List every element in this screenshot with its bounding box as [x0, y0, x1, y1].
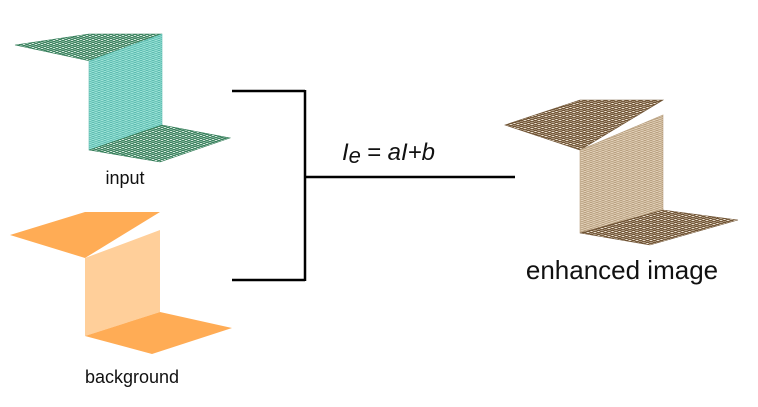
enhancement-formula: Ie= aI+b [342, 139, 435, 168]
input-label: input [105, 168, 144, 188]
background-bottom-plane [85, 312, 232, 354]
enhanced-step-shape [504, 99, 739, 246]
enhanced-top-plane [504, 99, 665, 151]
background-vertical-plane [85, 230, 160, 336]
enhanced-image-label: enhanced image [526, 255, 718, 285]
formula-rhs: = aI+b [367, 139, 435, 166]
formula-lhs-symbol: I [342, 139, 349, 166]
input-step-shape [14, 33, 232, 163]
merge-connector [232, 89, 515, 282]
background-label: background [85, 367, 179, 387]
input-bottom-plane [88, 124, 232, 163]
enhanced-bottom-plane [579, 209, 739, 246]
formula-lhs-subscript: e [349, 143, 361, 168]
background-top-plane [10, 212, 160, 258]
background-step-shape [10, 212, 232, 354]
